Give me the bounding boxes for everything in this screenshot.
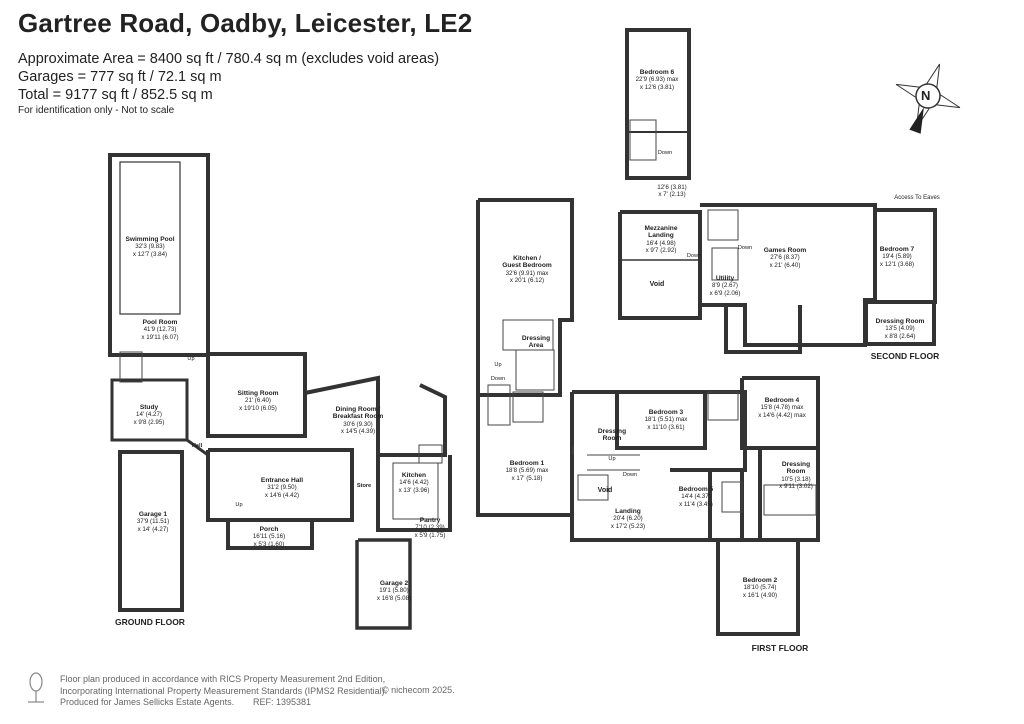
entrance-hall-label: Entrance Hall 31'2 (9.50)x 14'6 (4.42) [260,477,304,499]
ground-floor-label: GROUND FLOOR [115,617,185,627]
first-up-label: Up [494,362,502,368]
garage1-walls [118,450,184,612]
porch-walls [226,520,314,550]
bedroom2-walls [716,538,800,636]
first-floor-label: FIRST FLOOR [751,643,809,653]
dressing-room-b4-label: Dressing Room 10'5 (3.18)x 9'11 (3.02) [779,461,813,491]
entrance-hall-walls [206,448,354,522]
sitting-room-walls [206,352,307,438]
garage1-label: Garage 1 37'9 (11.51)x 14' (4.27) [136,511,170,533]
hall-label: Hall [191,443,203,449]
void-label-first: Void [597,487,613,494]
stair-dimensions-label: 12'6 (3.81)x 7' (2.13) [657,184,687,199]
dressing-b4-walls [758,446,820,542]
dressing-second-walls [864,300,936,346]
mezzanine-label: Mezzanine Landing 16'4 (4.98)x 9'7 (2.92… [644,225,678,255]
kitchen-walls [376,455,452,532]
store-label: Store [356,483,372,489]
kitchen-label: Kitchen 14'6 (4.42)x 13' (3.96) [398,472,430,494]
second-floor-label: SECOND FLOOR [870,351,940,361]
games-room-label: Games Room 27'6 (8.37)x 21' (6.40) [763,247,807,269]
area-summary: Approximate Area = 8400 sq ft / 780.4 sq… [18,51,440,67]
void-label-second: Void [649,281,665,288]
bedroom1-walls [476,395,574,517]
study-walls [110,378,189,442]
compass-rose-icon [895,63,961,134]
landing-label: Landing 20'4 (6.20)x 17'2 (5.23) [610,508,646,530]
hall-up-label: Up [235,502,243,508]
footer-copyright: © nichecom 2025. [382,685,455,695]
dining-room-label: Dining Room / Breakfast Room 30'6 (9.30)… [332,406,384,436]
garage2-label: Garage 2 19'1 (5.80)x 16'8 (5.08) [376,580,412,602]
page-title: Gartree Road, Oadby, Leicester, LE2 [18,8,473,38]
dressing-room-first-label: Dressing Room [597,428,627,443]
bedroom7-label: Bedroom 7 19'4 (5.89)x 12'1 (3.68) [879,246,915,268]
garage2-walls [355,538,412,630]
swimming-pool-outline [119,161,181,315]
footer-line-2: Incorporating International Property Mea… [60,685,388,696]
landing-down-label: Down [622,472,638,478]
landing-up-label: Up [608,456,616,462]
porch-label: Porch 16'11 (5.16)x 5'3 (1.60) [252,526,286,548]
pool-room-walls [108,153,210,357]
sitting-room-label: Sitting Room 21' (6.40)x 19'10 (6.05) [237,390,279,412]
stair-block-walls [626,131,690,179]
pool-room-label: Pool Room 41'9 (12.73)x 19'11 (6.07) [141,319,179,341]
compass-north-letter: N [921,88,931,103]
access-to-eaves-label: Access To Eaves [894,195,940,201]
games-down-label: Down [737,245,753,251]
pool-up-label: Up [187,356,195,362]
total-summary: Total = 9177 sq ft / 852.5 sq m [18,87,213,103]
nichecom-logo-icon [28,672,44,703]
mezzanine-down-label: Down [686,253,702,259]
lower-bay-walls [724,305,802,354]
pantry-label: Pantry 7'10 (2.39)x 5'9 (1.75) [414,517,446,539]
dressing-room-second-label: Dressing Room 13'5 (4.09)x 8'8 (2.64) [875,318,925,340]
bedroom2-label: Bedroom 2 18'10 (5.74)x 16'1 (4.90) [742,577,778,599]
study-label: Study 14' (4.27)x 9'8 (2.95) [133,404,165,426]
hall-link [186,438,209,457]
first-down-label: Down [490,376,506,382]
footer-reference: REF: 1395381 [253,697,312,707]
dressing-area-label: Dressing Area [521,335,551,350]
footer-line-1: Floor plan produced in accordance with R… [60,674,386,684]
footer-line-3: Produced for James Sellicks Estate Agent… [60,697,235,707]
bedroom3-walls [615,392,707,450]
identification-note: For identification only - Not to scale [18,105,175,116]
bedroom5-label: Bedroom 5 14'4 (4.37)x 11'4 (3.45) [678,486,714,508]
garages-summary: Garages = 777 sq ft / 72.1 sq m [18,69,222,85]
mezzanine-walls [618,210,702,320]
utility-label: Utility 8'9 (2.67)x 6'9 (2.06) [709,275,741,297]
kitchen-guest-walls [476,198,574,397]
bedroom6-down-label: Down [657,150,673,156]
swimming-pool-label: Swimming Pool 32'3 (9.83)x 12'7 (3.84) [125,236,175,258]
